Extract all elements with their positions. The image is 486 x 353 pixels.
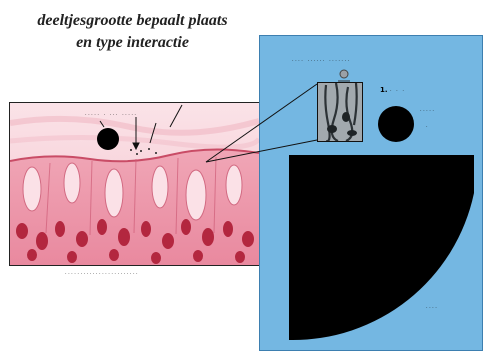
circle-sublabel: ·	[426, 124, 429, 130]
panel-top-label: ···· ······ ·······	[292, 58, 351, 64]
epithelium-illustration	[10, 103, 259, 265]
histology-top-label: ····· · ··· ·····	[85, 112, 138, 118]
circle-label: ·····	[420, 108, 435, 114]
scale-panel-drawing	[260, 36, 482, 350]
cilia-micrograph	[318, 83, 362, 141]
large-particle-quadrant	[289, 155, 474, 340]
histology-caption: ························	[65, 271, 139, 277]
figure-title-line-2: en type interactie	[0, 32, 265, 53]
medium-particle	[378, 106, 414, 142]
reference-number: 1.	[380, 86, 388, 94]
histology-micrograph	[9, 102, 260, 266]
reference-dots: · · ·	[390, 88, 405, 94]
quadrant-label: ····	[426, 305, 438, 311]
scale-panel: ···· ······ ······· 1. · · · ····· · ···…	[259, 35, 483, 351]
figure-title-line-1: deeltjesgrootte bepaalt plaats	[0, 10, 265, 31]
large-particle	[97, 128, 119, 150]
electron-micrograph-inset	[317, 82, 363, 142]
